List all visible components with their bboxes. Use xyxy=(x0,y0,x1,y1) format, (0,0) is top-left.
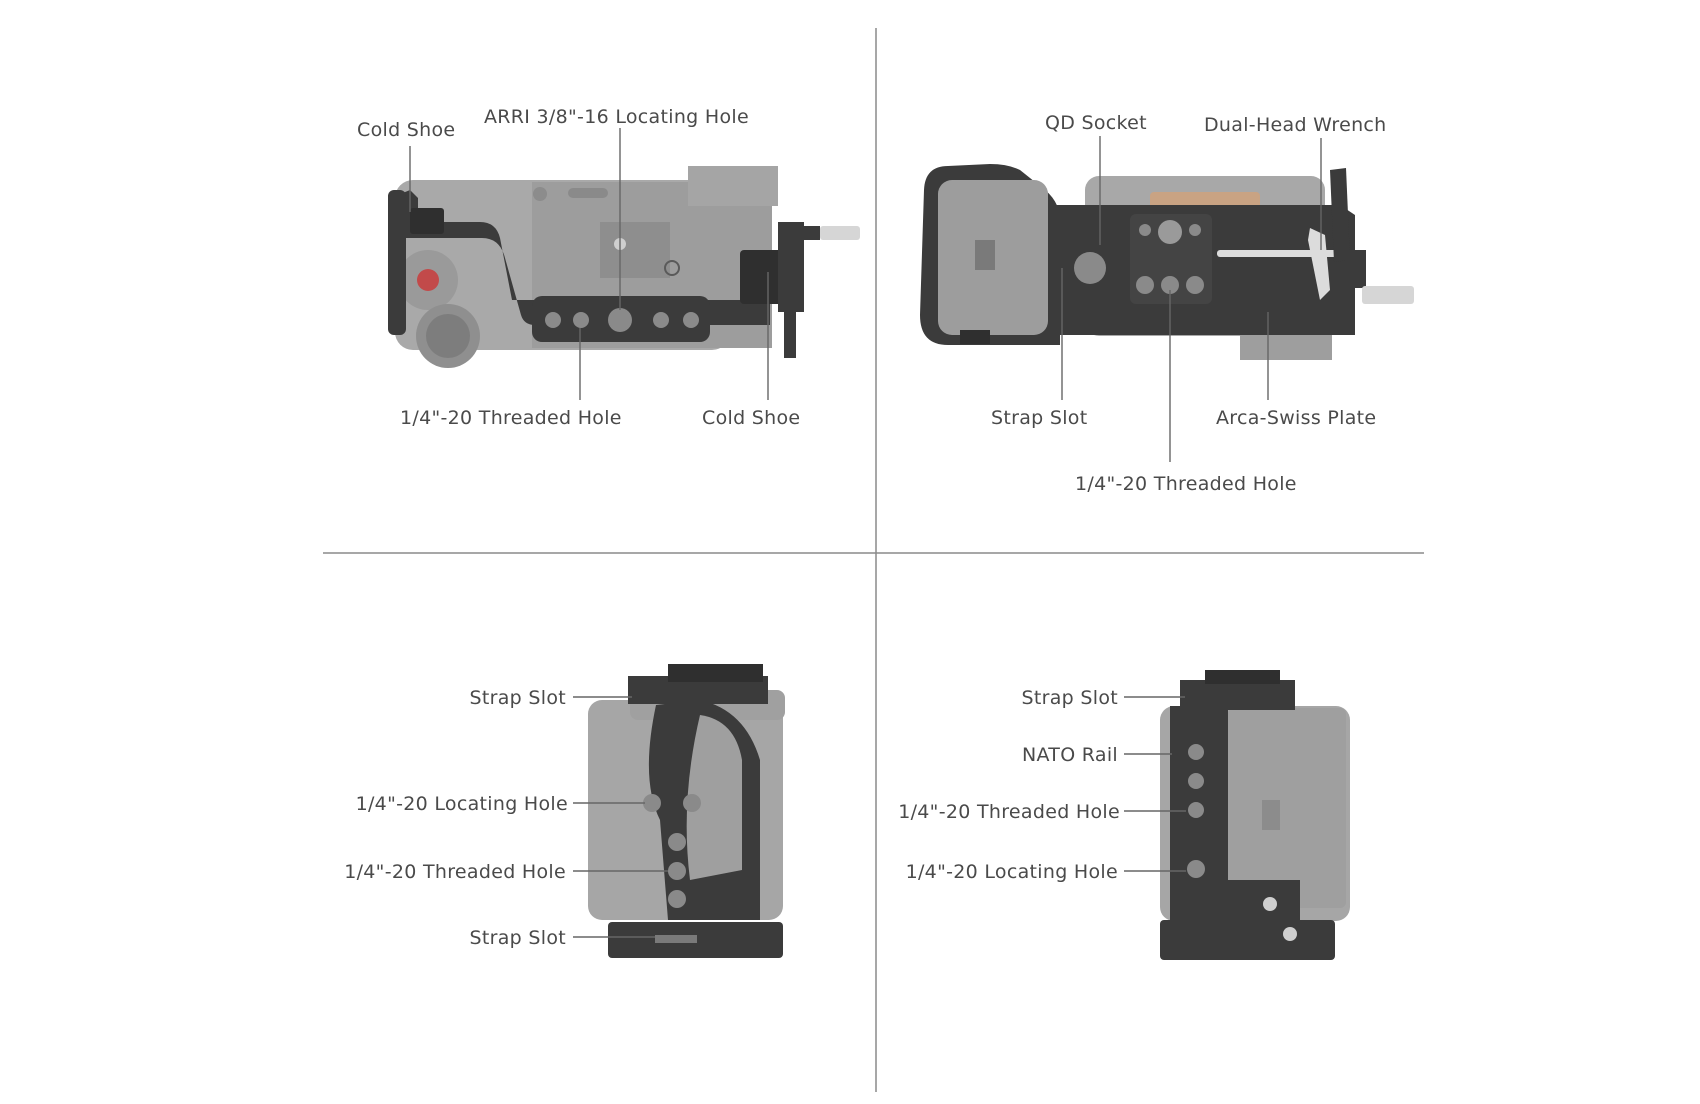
label-cold-shoe-top-left: Cold Shoe xyxy=(357,119,456,141)
label-threaded-hole-top-right: 1/4"-20 Threaded Hole xyxy=(1075,473,1297,495)
label-cold-shoe-top-right-side: Cold Shoe xyxy=(702,407,801,429)
label-nato-rail: NATO Rail xyxy=(1021,744,1118,766)
top-right-leader-lines xyxy=(1061,136,1322,462)
label-locating-hole-bottom-right: 1/4"-20 Locating Hole xyxy=(905,861,1118,883)
top-right-camera-bottom-view xyxy=(920,164,1414,360)
label-arca-swiss-plate: Arca-Swiss Plate xyxy=(1216,407,1377,429)
bottom-right-camera-side-view xyxy=(1160,670,1350,960)
label-strap-slot-bottom-left-top: Strap Slot xyxy=(469,687,566,709)
label-qd-socket: QD Socket xyxy=(1045,112,1147,134)
bottom-left-camera-side-view xyxy=(588,664,785,958)
bottom-right-leader-lines xyxy=(1124,696,1186,872)
label-dual-head-wrench: Dual-Head Wrench xyxy=(1204,114,1387,136)
label-threaded-hole-bottom-left: 1/4"-20 Threaded Hole xyxy=(344,861,566,883)
quadrant-dividers xyxy=(323,28,1424,1092)
label-arri-locating-hole: ARRI 3/8"-16 Locating Hole xyxy=(484,106,749,128)
label-threaded-hole-bottom-right: 1/4"-20 Threaded Hole xyxy=(898,801,1120,823)
label-strap-slot-bottom-left-bottom: Strap Slot xyxy=(469,927,566,949)
top-left-leader-lines xyxy=(409,128,769,400)
label-locating-hole-bottom-left: 1/4"-20 Locating Hole xyxy=(355,793,568,815)
label-strap-slot-top-right: Strap Slot xyxy=(991,407,1088,429)
bottom-left-leader-lines xyxy=(573,696,668,938)
label-threaded-hole-top-left: 1/4"-20 Threaded Hole xyxy=(400,407,622,429)
top-left-camera-top-view xyxy=(388,166,860,368)
label-strap-slot-bottom-right: Strap Slot xyxy=(1021,687,1118,709)
